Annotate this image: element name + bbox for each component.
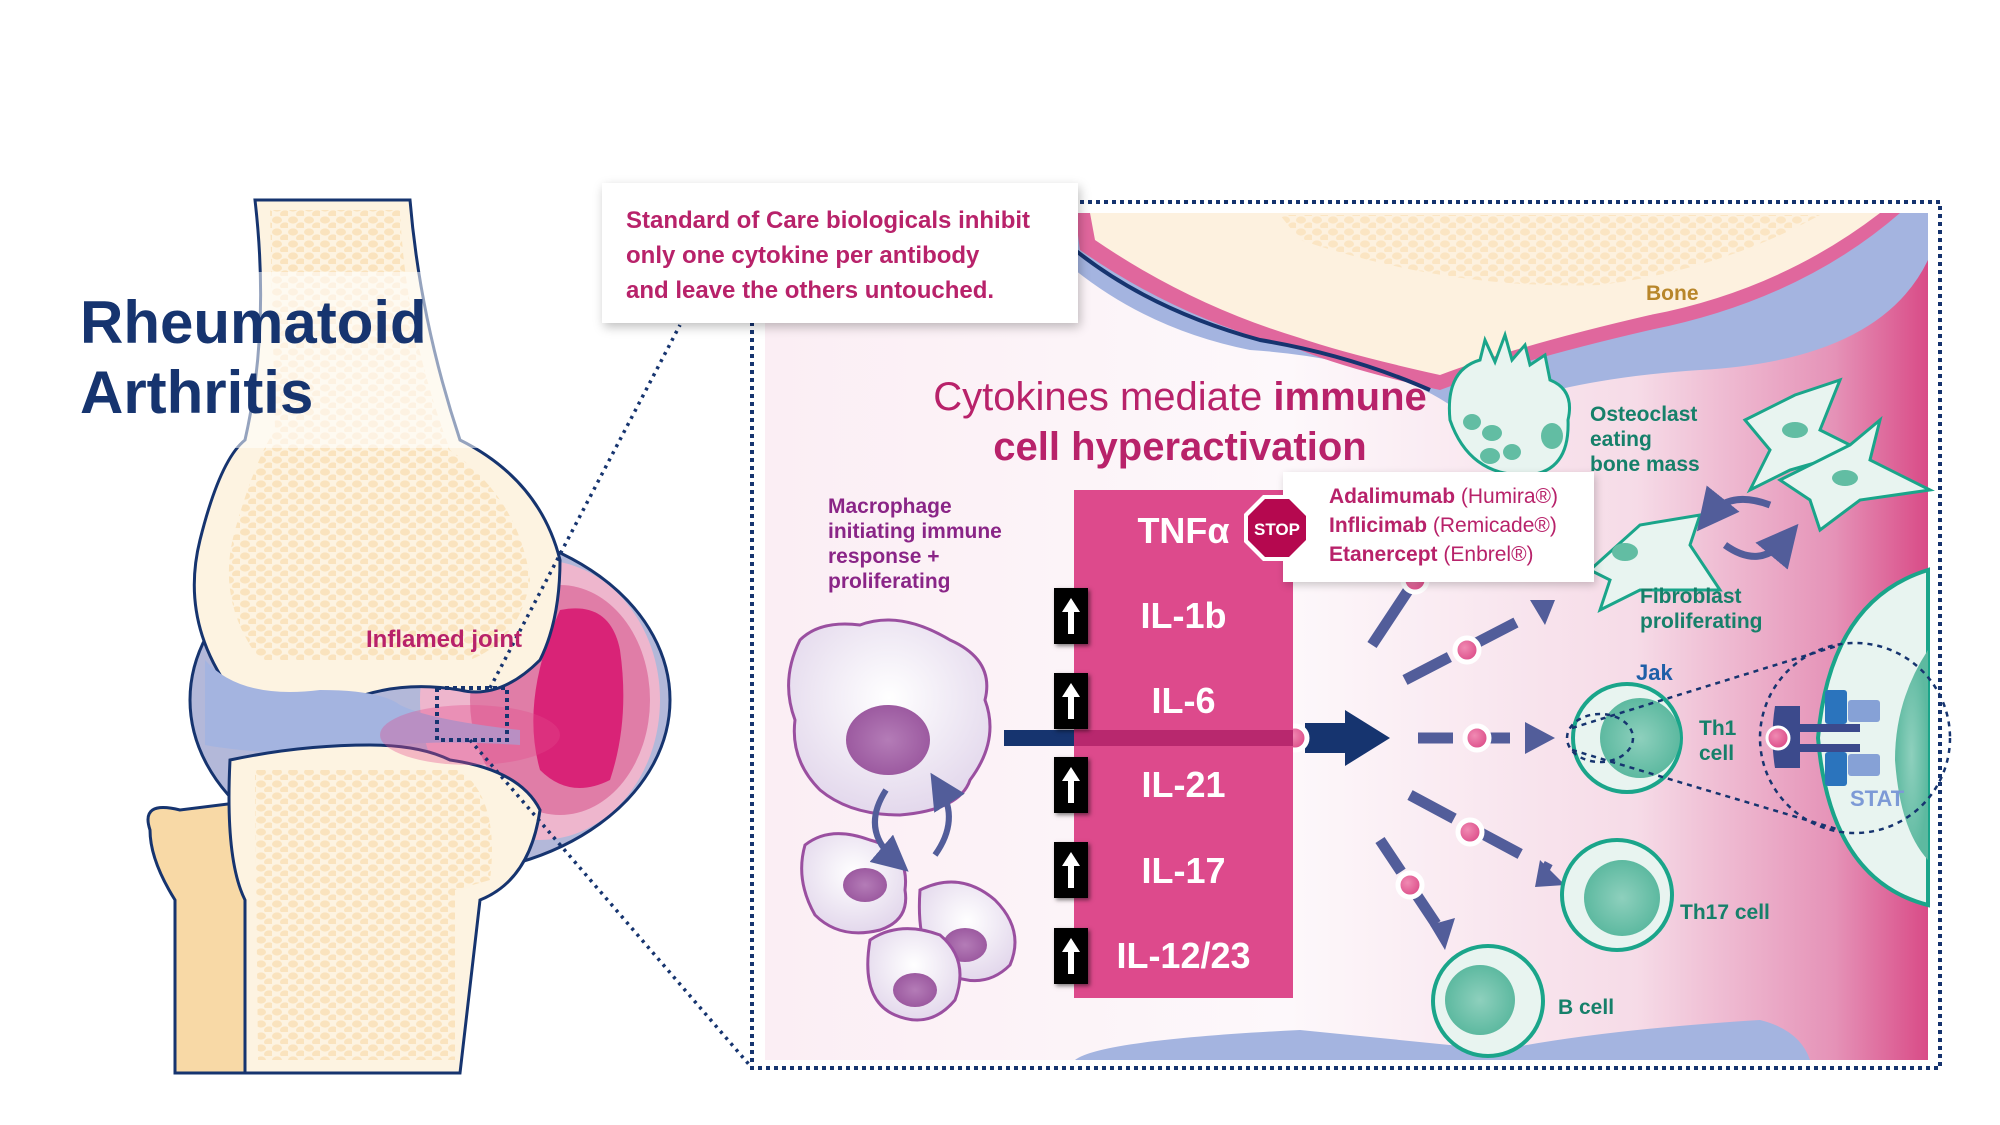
- zoom-line-bottom: [468, 738, 754, 1070]
- page-title: Rheumatoid Arthritis: [80, 288, 427, 428]
- up-arrow-icon: [1054, 588, 1088, 644]
- lymphocyte-cells: [1431, 682, 1683, 1058]
- fibroblast-cells: [1587, 377, 1935, 613]
- cytokine-il17: IL-17: [1141, 850, 1226, 891]
- cytokine-il6: IL-6: [1151, 680, 1216, 721]
- fibroblast-label: Fibroblast proliferating: [1640, 585, 1763, 633]
- callout-box: Standard of Care biologicals inhibit onl…: [602, 183, 1078, 323]
- b-cell-label: B cell: [1558, 996, 1615, 1019]
- bone-label: Bone: [1646, 282, 1699, 305]
- cytokine-tnfa: TNFα: [1137, 510, 1230, 551]
- stat-label: STAT: [1850, 786, 1905, 811]
- callout-line: only one cytokine per antibody: [626, 242, 980, 269]
- drug-item: Inflicimab (Remicade®): [1329, 514, 1557, 537]
- cytokine-il21: IL-21: [1141, 764, 1226, 805]
- heading-line-2: cell hyperactivation: [993, 425, 1367, 469]
- callout-line: Standard of Care biologicals inhibit: [626, 207, 1031, 234]
- macrophage-label-line: initiating immune: [828, 520, 1002, 543]
- jak-label: Jak: [1636, 660, 1673, 685]
- callout-line: and leave the others untouched.: [626, 277, 995, 304]
- up-arrow-icon: [1054, 928, 1088, 984]
- th1-cell-label: Th1 cell: [1699, 717, 1737, 765]
- drug-list-box: Adalimumab (Humira®) Inflicimab (Remicad…: [1283, 472, 1594, 582]
- diagram-heading: Cytokines mediate immune cell hyperactiv…: [880, 372, 1480, 472]
- osteoclast-label: Osteoclast eating bone mass: [1590, 403, 1700, 476]
- up-arrow-icon: [1054, 673, 1088, 729]
- main-arrow: [1305, 710, 1390, 766]
- drug-item: Adalimumab (Humira®): [1329, 485, 1559, 508]
- title-line-1: Rheumatoid: [80, 289, 427, 356]
- macrophage-label-line: Macrophage: [828, 495, 952, 518]
- inflamed-joint-label: Inflamed joint: [366, 626, 522, 653]
- zoom-panel-border: [750, 200, 1942, 1070]
- jak-stat-receptor-zoom: [1565, 567, 1952, 908]
- stop-sign-text: STOP: [1254, 520, 1300, 539]
- cytokine-column-bar: [1074, 730, 1293, 746]
- heading-normal: Cytokines mediate: [933, 375, 1274, 419]
- macrophage-cells: [787, 618, 1017, 1022]
- macrophage-label-line: proliferating: [828, 570, 951, 593]
- th17-cell-label: Th17 cell: [1680, 901, 1770, 924]
- macrophage-label: Macrophage initiating immune response + …: [828, 494, 1002, 594]
- stop-sign-icon: STOP: [1243, 494, 1311, 562]
- title-backdrop: [62, 272, 482, 448]
- heading-bold: immune: [1273, 375, 1427, 419]
- up-arrow-icon: [1054, 757, 1088, 813]
- title-line-2: Arthritis: [80, 359, 314, 426]
- cytokine-il12-23: IL-12/23: [1116, 935, 1251, 976]
- drug-item: Etanercept (Enbrel®): [1329, 543, 1534, 566]
- up-arrow-icon: [1054, 842, 1088, 898]
- cytokine-il1b: IL-1b: [1140, 595, 1227, 636]
- macrophage-label-line: response +: [828, 545, 940, 568]
